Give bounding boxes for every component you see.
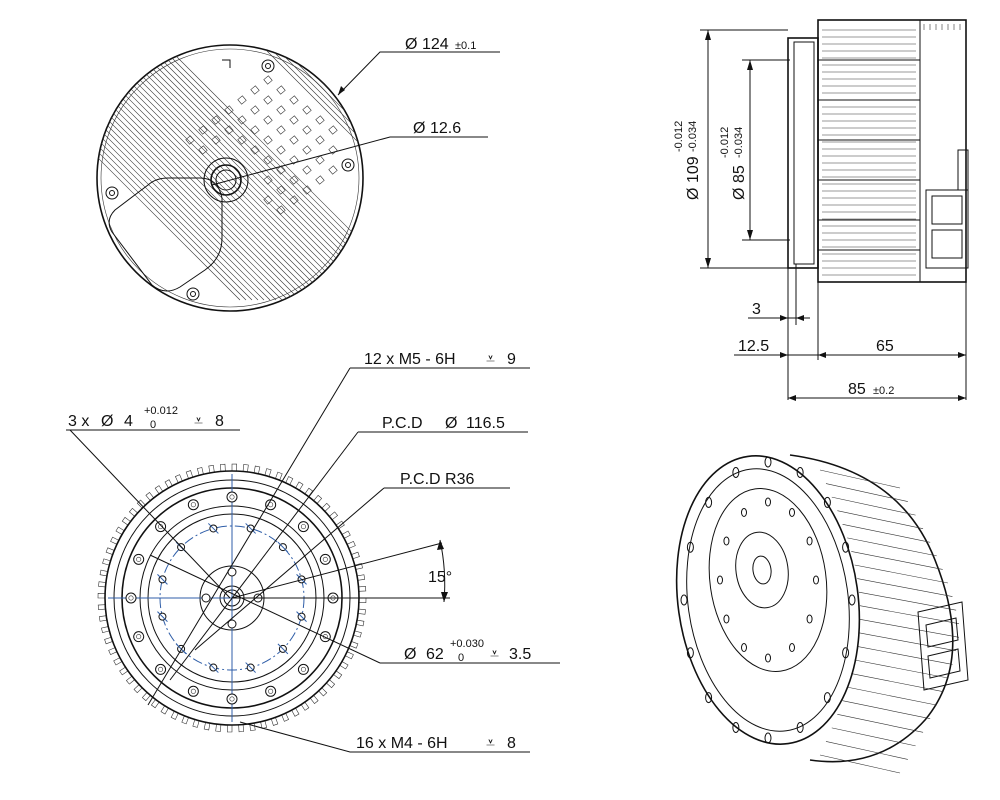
- back-view-hatch-fins: [97, 45, 363, 301]
- svg-text:Ø: Ø: [685, 188, 702, 200]
- dim-85-tolerance: ±0.2: [873, 385, 894, 397]
- dia-85-label: Ø 85 -0.012 -0.034: [719, 127, 748, 200]
- outer-dia-symbol: Ø: [405, 36, 417, 53]
- svg-text:-0.034: -0.034: [687, 121, 699, 152]
- bore-value: 62: [426, 646, 444, 663]
- center-hub-bore: [215, 169, 237, 191]
- back-view-mount-holes: [105, 59, 355, 301]
- svg-text:-0.012: -0.012: [719, 127, 731, 158]
- center-dia-symbol: Ø: [413, 120, 425, 137]
- dim-12-5-value: 12.5: [738, 338, 769, 355]
- m5-depth-symbol: ⩡: [486, 351, 495, 368]
- front-view: 12 x M5 - 6H ⩡ 9 3 x Ø 4 +0.012 0 ⩡ 8 P.…: [66, 351, 560, 753]
- pcd-116-symbol: Ø: [445, 415, 457, 432]
- pin-tol-upper: +0.012: [144, 405, 178, 417]
- outer-dia-value: 124: [422, 36, 449, 53]
- center-hub-outer: [203, 157, 249, 203]
- front-m5-holes: [157, 523, 307, 673]
- m4-depth: 8: [507, 735, 516, 752]
- svg-text:-0.012: -0.012: [673, 121, 685, 152]
- dim-85-value: 85: [848, 381, 866, 398]
- iso-housing-outline: [789, 454, 954, 763]
- back-view: Ø 124 ±0.1 Ø 12.6: [96, 36, 500, 312]
- connector-cover: [108, 177, 223, 292]
- m4-depth-symbol: ⩡: [486, 735, 495, 752]
- center-dia-value: 12.6: [430, 120, 461, 137]
- pin-depth-symbol: ⩡: [194, 413, 203, 430]
- pin-tol-lower: 0: [150, 419, 156, 431]
- m4-callout: 16 x M4 - 6H: [356, 735, 448, 752]
- angle-value: 15°: [428, 569, 452, 586]
- outer-dia-leader: [337, 51, 500, 96]
- pcd-116-value: 116.5: [466, 415, 505, 432]
- iso-connector: [917, 601, 969, 691]
- center-hub: [210, 164, 242, 196]
- pcd-116-label: P.C.D: [382, 415, 423, 432]
- back-view-vent-grid: [185, 75, 338, 215]
- side-view-fins: [818, 24, 961, 276]
- iso-view-fins: [819, 469, 959, 774]
- center-dia-leader: [211, 136, 488, 186]
- bore-depth: 3.5: [509, 646, 531, 663]
- m5-depth: 9: [507, 351, 516, 368]
- pin-dia-symbol: Ø: [101, 413, 113, 430]
- dia-109-label: Ø 109 -0.012 -0.034: [673, 121, 702, 200]
- front-m4-holes: [125, 491, 339, 705]
- bore-depth-symbol: ⩡: [490, 646, 499, 663]
- pin-prefix: 3 x: [68, 413, 89, 430]
- locator-mark: [222, 59, 231, 68]
- svg-text:85: 85: [731, 165, 748, 183]
- bore-tol-lower: 0: [458, 652, 464, 664]
- back-view-inner-outline: [100, 48, 360, 308]
- svg-text:-0.034: -0.034: [733, 127, 745, 158]
- back-view-outline: [96, 44, 364, 312]
- dim-65-value: 65: [876, 338, 894, 355]
- side-connector: [925, 189, 969, 269]
- dim-3-value: 3: [752, 301, 761, 318]
- m5-callout: 12 x M5 - 6H: [364, 351, 456, 368]
- iso-view-holes: [680, 456, 856, 744]
- pcd-r36-label: P.C.D R36: [400, 471, 475, 488]
- pin-dia-value: 4: [124, 413, 133, 430]
- bore-tol-upper: +0.030: [450, 638, 484, 650]
- front-center-holes: [201, 567, 263, 629]
- side-view: Ø 109 -0.012 -0.034 Ø 85 -0.012 -0.034 3…: [673, 19, 969, 401]
- isometric-view: [675, 454, 969, 774]
- svg-text:109: 109: [685, 156, 702, 183]
- svg-text:Ø: Ø: [731, 188, 748, 200]
- side-housing: [817, 19, 967, 283]
- bore-symbol: Ø: [404, 646, 416, 663]
- front-view-gear-teeth: [97, 463, 367, 733]
- pin-depth: 8: [215, 413, 224, 430]
- iso-front-face: [675, 455, 861, 745]
- outer-dia-tolerance: ±0.1: [455, 40, 476, 52]
